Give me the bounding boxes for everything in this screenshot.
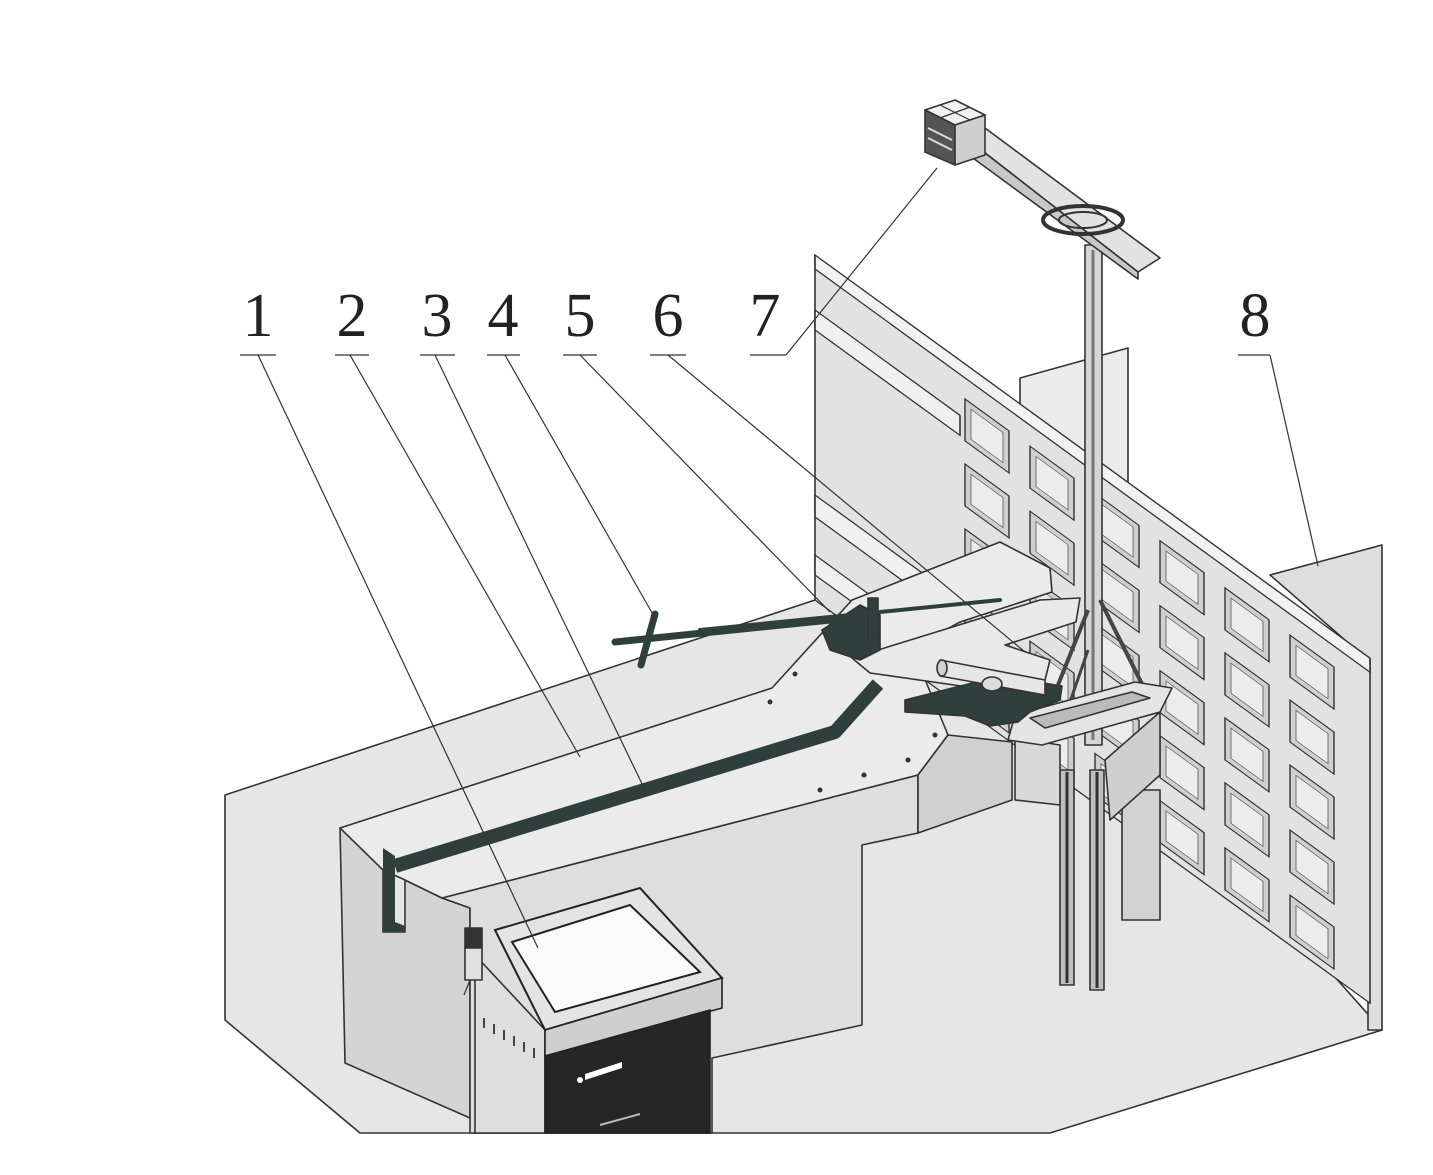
- rotation-ring-inner: [1058, 211, 1108, 229]
- label-4: 4: [488, 282, 519, 350]
- carriage-plate: [1104, 711, 1161, 821]
- grid-window-recess: [1230, 792, 1264, 848]
- hole: [861, 772, 867, 778]
- grid-window-recess: [1165, 615, 1199, 670]
- grid-window-recess: [1295, 839, 1329, 895]
- leader-line-4: [504, 354, 656, 619]
- label-5: 5: [565, 282, 596, 350]
- signal-tower-body: [464, 947, 483, 981]
- water-channel-outlet: [383, 848, 405, 932]
- hole: [792, 671, 798, 677]
- camera-arm-top: [961, 127, 1161, 273]
- grid-window-recess: [970, 473, 1004, 529]
- grid-window-recess: [1165, 745, 1199, 800]
- t-handle-crossbar: [637, 610, 659, 669]
- carriage-opening: [1029, 691, 1151, 729]
- cabinet-logo-dot: [577, 1077, 583, 1083]
- cabinet-screen: [510, 903, 702, 1014]
- grid-window-recess: [1230, 597, 1264, 653]
- cabinet-logo: [585, 1062, 622, 1080]
- trough-ramp-face: [917, 734, 1013, 834]
- cabinet-vent-slots: [483, 1018, 535, 1058]
- carriage-plate: [1014, 737, 1061, 806]
- camera-arm-side: [961, 134, 1139, 280]
- grid-window-recess: [1230, 727, 1264, 783]
- leader-line-6: [667, 354, 1026, 653]
- grid-window-recess: [1230, 662, 1264, 718]
- tray-plate: [851, 597, 1081, 701]
- t-handle-bar: [611, 613, 864, 646]
- signal-tower-cap: [464, 927, 483, 949]
- roller-cylinder: [981, 676, 1003, 692]
- label-2: 2: [337, 282, 368, 350]
- grid-window-recess: [970, 408, 1004, 464]
- grid-window-recess: [1035, 520, 1069, 576]
- part-labels: 1 2 3 4 5 6 7 8: [243, 282, 1271, 350]
- grid-window-recess: [1295, 709, 1329, 765]
- leader-line-5: [579, 354, 831, 613]
- label-6: 6: [653, 282, 684, 350]
- cabinet-lip: [544, 976, 723, 1058]
- clamp-device: [821, 604, 881, 661]
- leader-line-3: [434, 354, 646, 791]
- label-8: 8: [1240, 282, 1271, 350]
- t-handle-bar-secondary: [698, 598, 1002, 632]
- grid-window-recess: [1295, 644, 1329, 700]
- hole: [817, 787, 823, 793]
- label-1: 1: [243, 282, 274, 350]
- cabinet-front: [544, 1008, 711, 1134]
- cabinet-marking: [599, 1113, 641, 1126]
- leader-line-7: [785, 167, 938, 356]
- rotation-ring: [1041, 204, 1125, 236]
- leader-lines: [240, 167, 1319, 949]
- grid-window-recess: [1035, 455, 1069, 511]
- hole: [767, 699, 773, 705]
- camera-side: [954, 114, 986, 166]
- mounting-holes: [767, 671, 938, 793]
- grid-window-recess: [1295, 904, 1329, 960]
- water-channel: [392, 679, 884, 873]
- grid-window-recess: [1295, 774, 1329, 830]
- roller-rod-end: [936, 659, 948, 677]
- hole: [905, 757, 911, 763]
- grid-window-recess: [1165, 550, 1199, 605]
- leader-line-2: [349, 354, 581, 758]
- signal-tower-cable: [463, 979, 471, 996]
- grid-window-recess: [1230, 857, 1264, 913]
- clamp-post: [867, 597, 879, 641]
- guide-plate: [1121, 789, 1161, 921]
- camera-top-mark: [939, 106, 971, 119]
- leader-line-8: [1269, 354, 1319, 567]
- label-3: 3: [422, 282, 453, 350]
- hole: [932, 732, 938, 738]
- camera-vent: [927, 137, 953, 151]
- label-7: 7: [750, 282, 781, 350]
- leader-line-1: [257, 354, 539, 949]
- camera-vent: [927, 127, 953, 141]
- grid-window-recess: [1165, 810, 1199, 865]
